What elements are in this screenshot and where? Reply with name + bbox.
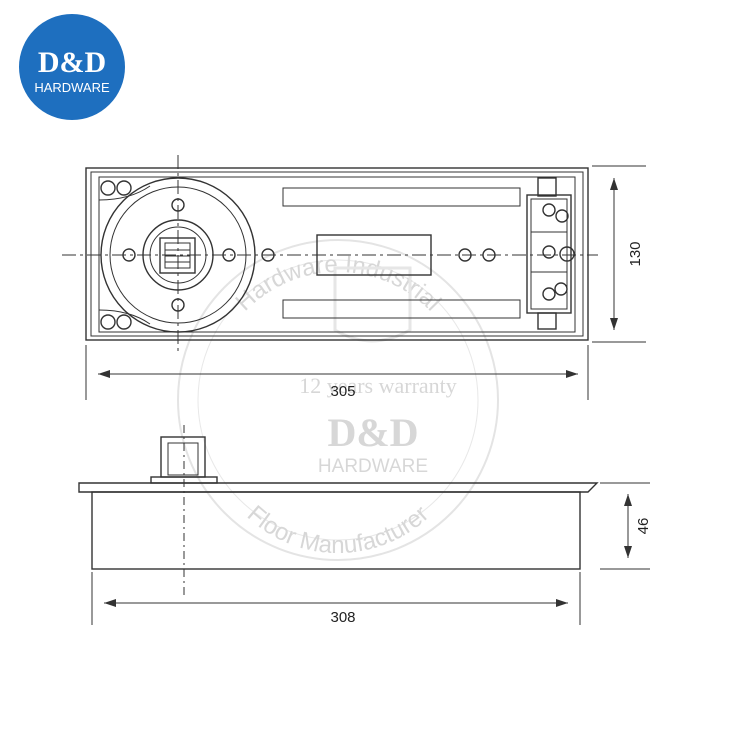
dimension-side-length: 308: [91, 572, 581, 626]
svg-text:Hardware Industrial: Hardware Industrial: [230, 251, 446, 316]
top-view: [62, 155, 598, 352]
dimension-label-305: 305: [330, 383, 355, 400]
watermark-subtitle: HARDWARE: [318, 456, 428, 477]
dimension-label-308: 308: [330, 609, 355, 626]
logo-title: D&D: [38, 46, 106, 79]
logo-badge: [19, 14, 125, 120]
dimension-label-130: 130: [627, 241, 644, 266]
side-view: [78, 425, 599, 596]
brand-logo: D&D HARDWARE: [19, 14, 125, 120]
dimension-label-46: 46: [635, 518, 652, 535]
watermark-title: D&D: [327, 410, 418, 455]
watermark-bottom-arc: Floor Manufacturer: [242, 500, 434, 559]
watermark-warranty: 12 years warranty: [299, 373, 457, 398]
watermark-top-arc: Hardware Industrial: [230, 251, 446, 316]
dimension-top-length: 305: [85, 345, 589, 400]
svg-text:Floor Manufacturer: Floor Manufacturer: [242, 500, 434, 559]
dimension-top-width: 130: [592, 165, 646, 343]
logo-subtitle: HARDWARE: [34, 80, 110, 95]
watermark: Hardware Industrial Floor Manufacturer 1…: [177, 239, 499, 561]
dimension-side-height: 46: [600, 482, 652, 570]
